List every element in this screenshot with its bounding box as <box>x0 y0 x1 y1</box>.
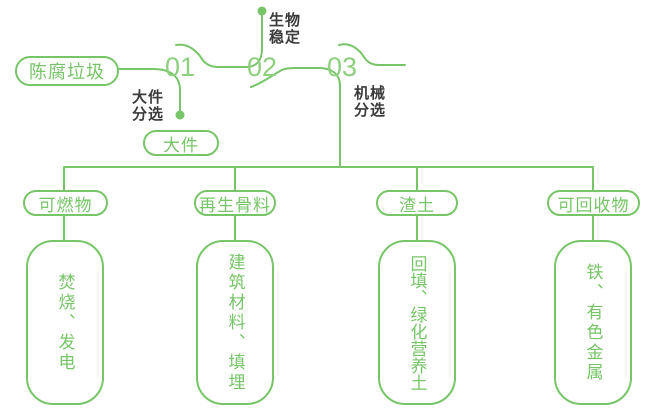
category-detail-text: 焚烧、发电 <box>55 272 75 373</box>
bulky-branch-dot <box>175 110 185 120</box>
bio-branch-line <box>245 14 263 68</box>
step-03-label: 机械 分选 <box>354 85 387 119</box>
source-pill: 陈腐垃圾 <box>15 56 119 86</box>
category-detail-text: 回填、绿化营养土 <box>407 254 427 391</box>
category-detail-box-recycled-aggregate: 建筑材料、填埋 <box>196 240 274 405</box>
pill-box-connectors <box>63 215 594 241</box>
category-pill-recycled-aggregate: 再生骨料 <box>194 190 276 216</box>
step-02-number: 02 <box>246 52 278 82</box>
step-02-label: 生物 稳定 <box>269 12 302 46</box>
category-detail-text: 铁、有色金属 <box>583 262 603 383</box>
main-flow-line-segment-1 <box>118 68 181 111</box>
step-03-number: 03 <box>326 52 358 82</box>
category-detail-box-recyclables: 铁、有色金属 <box>554 240 632 405</box>
bio-branch-dot <box>257 6 267 16</box>
category-detail-text: 建筑材料、填埋 <box>225 252 245 393</box>
category-pill-combustibles: 可燃物 <box>23 190 108 216</box>
category-detail-box-slag-soil: 回填、绿化营养土 <box>378 240 456 405</box>
distribution-drops <box>234 166 418 191</box>
distribution-line <box>63 166 594 191</box>
step-01-number: 01 <box>164 52 196 82</box>
step-01-label: 大件 分选 <box>132 89 165 123</box>
main-flow-line-segment-2 <box>175 43 246 68</box>
main-flow-line-segment-4 <box>338 43 406 66</box>
bulky-item-pill: 大件 <box>143 130 219 156</box>
category-detail-box-combustibles: 焚烧、发电 <box>26 240 104 405</box>
category-pill-slag-soil: 渣土 <box>376 190 458 216</box>
main-flow-line-segment-3 <box>250 67 341 168</box>
category-pill-recyclables: 可回收物 <box>547 190 640 216</box>
